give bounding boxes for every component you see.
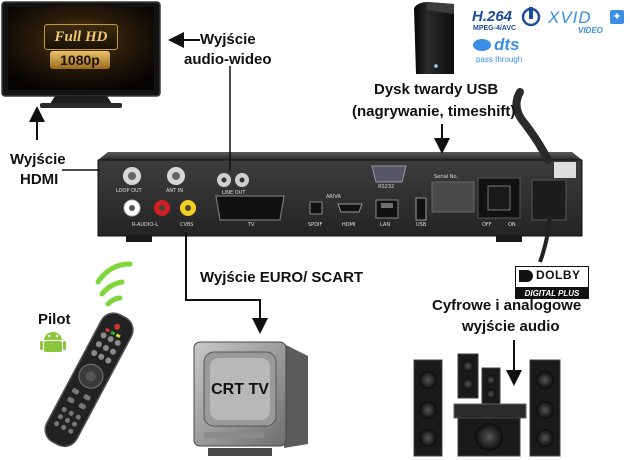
panel-tv-label: TV [248,222,255,228]
panel-brand-label: ARIVA [326,194,341,200]
panel-rs232-label: RS232 [378,184,395,190]
remote-control-graphic [44,261,134,448]
hdd-label-line2: (nagrywanie, timeshift) [352,103,516,120]
audio-output-label-line2: wyjście audio [462,318,560,335]
xvid-star-icon: ✦ [610,10,624,24]
audio-output-label-line1: Cyfrowe i analogowe [432,297,582,314]
full-hd-badge: Full HD [44,24,118,50]
panel-spdif-label: SPDIF [308,222,323,228]
av-output-label-line1: Wyjście [200,31,256,48]
usb-hard-disk [408,0,458,76]
android-icon [40,330,66,354]
panel-hdmi-label: HDMI [342,222,356,228]
set-top-box-graphic [97,152,583,242]
h264-logo: H.264 [472,8,513,25]
dolby-wordmark: DOLBY [536,268,581,282]
panel-cvbs-label: CVBS [180,222,194,228]
crt-tv-label: CRT TV [211,381,269,398]
remote-control [30,258,160,458]
dolby-sub-logo: DIGITAL PLUS [515,288,589,299]
flat-tv: Full HD 1080p [0,0,162,110]
panel-serial-label: Serial No. [434,174,459,180]
panel-r-audio-l-label: R-AUDIO-L [132,222,159,228]
av-output-label-line2: audio-wideo [184,51,272,68]
panel-line-out-label: LINE OUT [222,190,246,196]
remote-label: Pilot [38,311,71,328]
xvid-logo: XVID [548,8,592,27]
mpeg-logo: MPEG-4/AVC [473,25,517,32]
crt-tv-graphic [193,341,308,456]
dts-logo: dts [494,35,520,54]
hdmi-output-label-line1: Wyjście [10,151,66,168]
panel-on-label: ON [508,222,516,228]
hdmi-output-label-line2: HDMI [20,171,59,188]
panel-lan-label: LAN [380,222,391,228]
codec-swirl-icon [520,6,542,28]
dolby-dd-icon [519,270,533,282]
scart-output-label: Wyjście EURO/ SCART [200,269,364,286]
signal-arc-3 [105,295,123,307]
speaker-system [412,340,572,458]
panel-loop-out-label: LOOP OUT [116,188,142,194]
dts-sub-logo: pass through [476,55,523,64]
xvid-video-label: VIDEO [578,26,603,35]
resolution-badge: 1080p [50,51,110,69]
signal-arc-1 [99,279,125,297]
hard-disk-graphic [414,2,454,74]
dolby-logo: DOLBY [515,266,589,288]
panel-usb-label: USB [416,222,427,228]
panel-off-label: OFF [482,222,492,228]
panel-ant-in-label: ANT IN [166,188,184,194]
speaker-system-graphic [413,353,561,457]
crt-tv: CRT TV [190,338,310,460]
hdd-label-line1: Dysk twardy USB [374,81,499,98]
dts-icon [472,38,492,52]
signal-arc-2 [95,261,133,285]
set-top-box: LOOP OUT ANT IN LINE OUT R-AUDIO-L CVBS … [96,150,586,250]
